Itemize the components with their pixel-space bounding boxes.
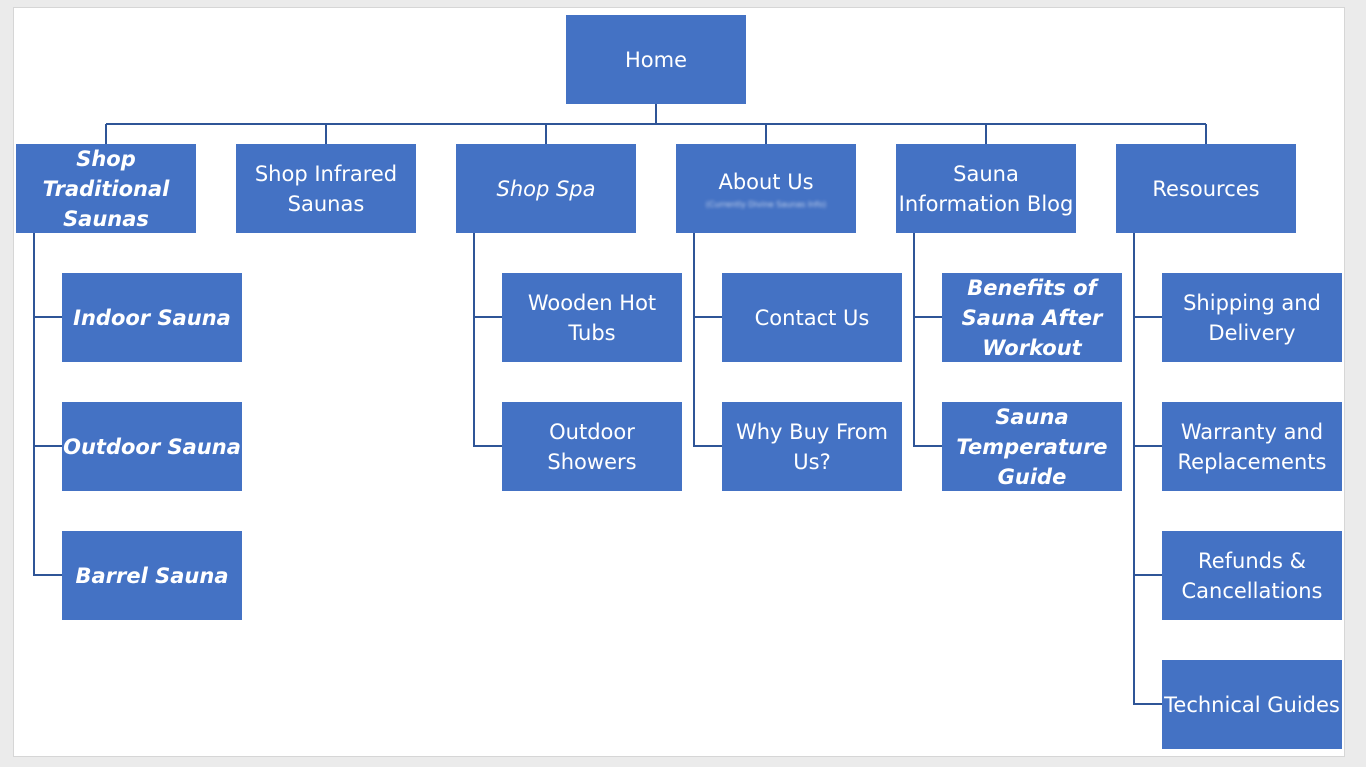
node-label: Shop Traditional Saunas [42,146,170,231]
node-label: Outdoor Showers [547,419,637,474]
node-label: Benefits of Sauna After Workout [961,275,1103,360]
node-resources[interactable]: Resources [1116,144,1296,233]
node-home[interactable]: Home [566,15,746,104]
node-sublabel: (Currently Divine Saunas Info) [705,199,827,209]
node-outdoor-sauna[interactable]: Outdoor Sauna [62,402,242,491]
node-label: Shipping and Delivery [1183,290,1321,345]
node-benefits-of-sauna-after-workout[interactable]: Benefits of Sauna After Workout [942,273,1122,362]
node-label: Technical Guides [1164,692,1340,717]
node-shop-spa[interactable]: Shop Spa [456,144,636,233]
node-label: Shop Infrared Saunas [254,161,398,216]
node-home-label: Home [624,47,687,72]
slide-canvas: Home Shop Traditional Saunas Shop Infrar… [14,8,1344,756]
node-label: Shop Spa [496,176,596,201]
node-about-us[interactable]: About Us (Currently Divine Saunas Info) [676,144,856,233]
node-label: Indoor Sauna [73,305,231,330]
node-shop-infrared-saunas[interactable]: Shop Infrared Saunas [236,144,416,233]
node-sauna-temperature-guide[interactable]: Sauna Temperature Guide [942,402,1122,491]
node-label: Outdoor Sauna [63,434,241,459]
node-warranty-and-replacements[interactable]: Warranty and Replacements [1162,402,1342,491]
node-wooden-hot-tubs[interactable]: Wooden Hot Tubs [502,273,682,362]
node-label: Refunds & Cancellations [1181,548,1323,603]
node-label: Warranty and Replacements [1177,419,1327,474]
node-label: Wooden Hot Tubs [527,290,657,345]
node-contact-us[interactable]: Contact Us [722,273,902,362]
node-refunds-and-cancellations[interactable]: Refunds & Cancellations [1162,531,1342,620]
node-shipping-and-delivery[interactable]: Shipping and Delivery [1162,273,1342,362]
node-barrel-sauna[interactable]: Barrel Sauna [62,531,242,620]
connector-lines [33,104,1207,705]
node-shop-traditional-saunas[interactable]: Shop Traditional Saunas [16,144,196,233]
node-technical-guides[interactable]: Technical Guides [1162,660,1342,749]
node-label: Sauna Temperature Guide [956,404,1108,489]
node-sauna-information-blog[interactable]: Sauna Information Blog [896,144,1076,233]
node-outdoor-showers[interactable]: Outdoor Showers [502,402,682,491]
node-why-buy-from-us[interactable]: Why Buy From Us? [722,402,902,491]
node-label: Resources [1152,176,1260,201]
node-label: Contact Us [754,305,870,330]
node-indoor-sauna[interactable]: Indoor Sauna [62,273,242,362]
node-label: Why Buy From Us? [735,419,889,474]
node-label: Sauna Information Blog [898,161,1074,216]
node-label: Barrel Sauna [75,563,229,588]
node-label: About Us [718,169,814,194]
